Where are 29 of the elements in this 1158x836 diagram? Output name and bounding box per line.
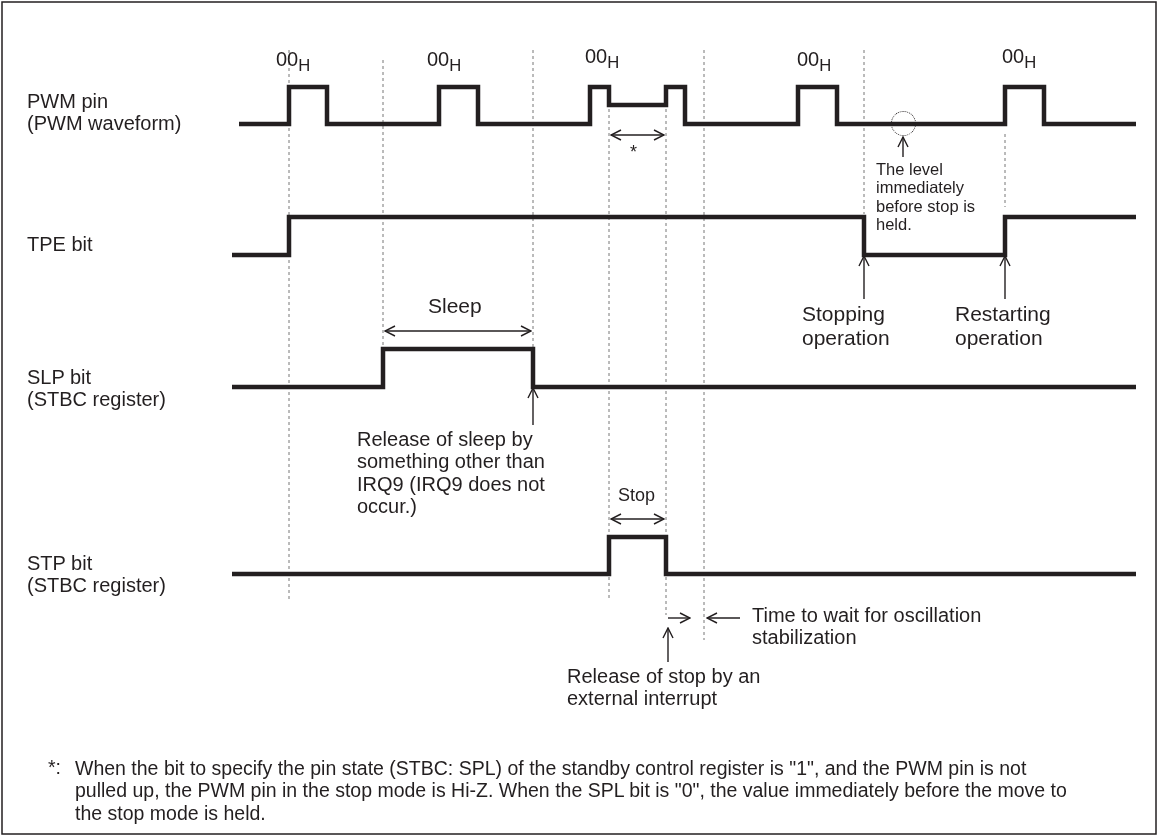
bit-value-label: 00$_{H}$ — [427, 48, 462, 76]
signal-name: (PWM waveform) — [27, 112, 182, 135]
annotation-text: Release of stop by an external interrupt — [567, 665, 797, 710]
bit-value-label: 00$_{H}$ — [797, 48, 832, 76]
annotation-text: Stopping operation — [802, 302, 932, 350]
footnote-mark: * — [630, 142, 637, 163]
annotation-text: Release of sleep by something other than IRQ9 (IRQ9 does not occur.) — [357, 428, 575, 518]
signal-name: TPE bit — [27, 233, 93, 256]
bit-value-label: 00$_{H}$ — [585, 45, 620, 73]
signal-name: STP bit — [27, 552, 93, 575]
annotation-text: The level immediately before stop is held. — [876, 160, 992, 234]
leader-arrow — [999, 255, 1011, 300]
signal-name: (STBC register) — [27, 388, 166, 411]
footnote-mark: *: — [48, 757, 61, 779]
tpe-bit-waveform — [232, 214, 1136, 258]
interval-label: Stop — [618, 485, 656, 506]
signal-name: PWM pin — [27, 90, 109, 113]
bit-value-label: 00$_{H}$ — [1002, 45, 1037, 73]
leader-arrow — [858, 255, 870, 300]
leader-arrow — [897, 136, 909, 158]
leader-arrow — [527, 387, 539, 426]
signal-name: SLP bit — [27, 366, 92, 389]
annotation-text: Restarting operation — [955, 302, 1095, 350]
leader-arrow — [662, 627, 674, 663]
signal-name: (STBC register) — [27, 574, 166, 597]
interval-label: Time to wait for oscillation stabilization — [752, 604, 983, 649]
footnote-text: When the bit to specify the pin state (STBC: SPL) of the standby control register is "1", and the PWM pin is not pulled up, the PWM pin in the stop mode is Hi-Z. When the SPL bit is "0", the value immediately before the move to the stop mode is held. — [75, 757, 1068, 825]
bit-value-label: 00$_{H}$ — [276, 48, 311, 76]
interval-label: Sleep — [428, 294, 482, 318]
